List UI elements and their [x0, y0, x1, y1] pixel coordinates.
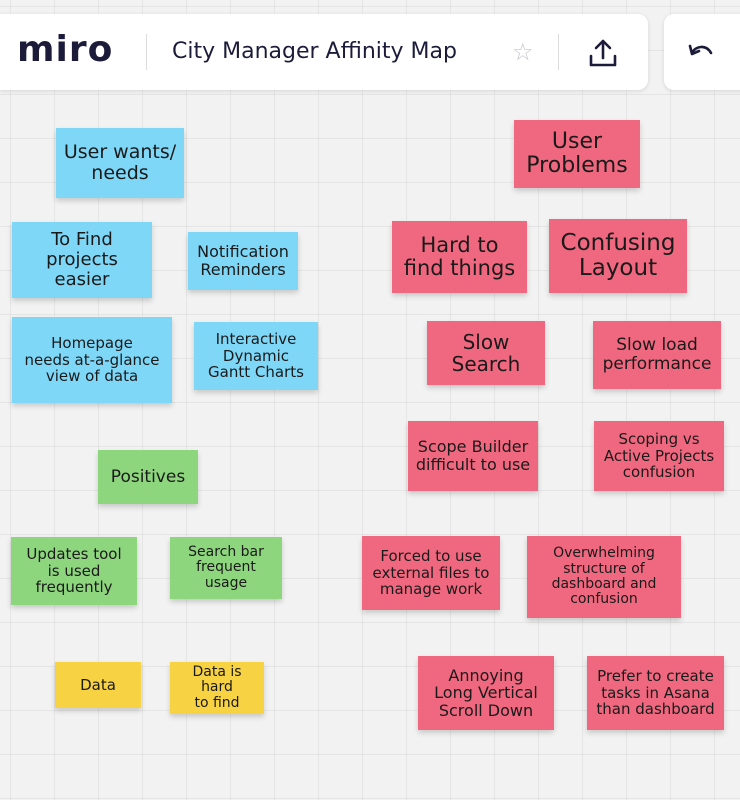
sticky-note-slow-search[interactable]: Slow Search	[427, 321, 545, 385]
sticky-note-scope-builder[interactable]: Scope Builder difficult to use	[408, 421, 538, 491]
toolbar-divider	[146, 34, 147, 70]
sticky-note-notification-reminders[interactable]: Notification Reminders	[188, 232, 298, 290]
sticky-note-slow-load[interactable]: Slow load performance	[593, 321, 721, 389]
sticky-note-hard-to-find[interactable]: Hard to find things	[392, 221, 527, 293]
sticky-note-forced-external[interactable]: Forced to use external files to manage w…	[362, 536, 500, 610]
toolbar-divider	[558, 34, 559, 70]
star-icon[interactable]: ☆	[512, 38, 534, 66]
sticky-note-homepage-glance[interactable]: Homepage needs at-a-glance view of data	[12, 317, 172, 403]
sticky-note-prefer-asana[interactable]: Prefer to create tasks in Asana than das…	[587, 656, 724, 730]
miro-logo[interactable]: miro	[17, 29, 114, 70]
undo-toolbar	[664, 14, 740, 90]
sticky-note-data-hard-to-find[interactable]: Data is hard to find	[170, 662, 264, 714]
sticky-note-to-find-projects[interactable]: To Find projects easier	[12, 222, 152, 298]
sticky-note-overwhelming-structure[interactable]: Overwhelming structure of dashboard and …	[527, 536, 681, 618]
sticky-note-confusing-layout[interactable]: Confusing Layout	[549, 219, 687, 293]
board-title[interactable]: City Manager Affinity Map	[172, 39, 457, 64]
sticky-note-gantt-charts[interactable]: Interactive Dynamic Gantt Charts	[194, 322, 318, 390]
sticky-note-updates-tool[interactable]: Updates tool is used frequently	[11, 537, 137, 605]
board-toolbar: miro City Manager Affinity Map ☆	[0, 14, 648, 90]
upload-icon[interactable]	[586, 36, 620, 70]
sticky-note-search-bar-usage[interactable]: Search bar frequent usage	[170, 537, 282, 599]
sticky-note-long-scroll[interactable]: Annoying Long Vertical Scroll Down	[418, 656, 554, 730]
sticky-note-user-problems[interactable]: User Problems	[514, 120, 640, 188]
sticky-note-user-wants-needs[interactable]: User wants/ needs	[56, 128, 184, 198]
undo-icon[interactable]	[684, 36, 718, 70]
sticky-note-positives[interactable]: Positives	[98, 450, 198, 504]
sticky-note-scoping-vs-active[interactable]: Scoping vs Active Projects confusion	[594, 421, 724, 491]
sticky-note-data[interactable]: Data	[55, 662, 141, 708]
